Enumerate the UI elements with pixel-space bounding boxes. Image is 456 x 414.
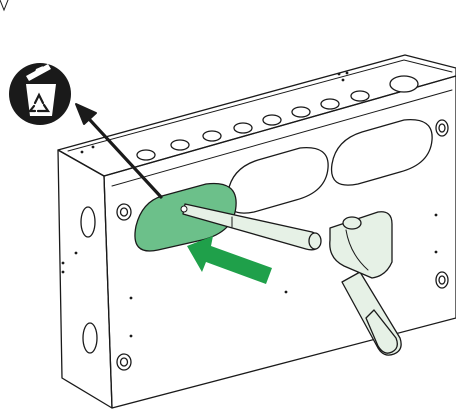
- side-knockout: [82, 322, 98, 354]
- screw-boss: [116, 353, 132, 371]
- screw-boss: [435, 119, 449, 137]
- discard-arrow-icon: [75, 103, 163, 199]
- knockout-highlight: [134, 182, 237, 252]
- mount-dot: [74, 251, 78, 255]
- screw-bosses: [116, 119, 449, 371]
- mount-dot: [434, 250, 438, 254]
- side-knockout: [80, 206, 96, 238]
- recycle-bin-icon: [9, 63, 71, 125]
- metal-enclosure: [57, 54, 456, 409]
- recycle-symbol-icon: [27, 92, 51, 113]
- top-knockouts: [136, 75, 419, 161]
- mount-dot: [80, 150, 84, 154]
- top-knockout: [320, 98, 340, 110]
- top-knockout: [350, 90, 370, 102]
- top-knockout-large: [389, 75, 419, 93]
- enclosure-front-flange: [111, 89, 453, 187]
- hammer-icon: [329, 211, 402, 356]
- mount-dot: [434, 213, 438, 217]
- enclosure-left-face: [57, 149, 113, 409]
- mount-dot: [91, 145, 95, 149]
- mount-dot: [61, 261, 65, 265]
- step-marker-fragment: [0, 0, 9, 12]
- mount-dot: [129, 296, 133, 300]
- screw-boss: [116, 203, 132, 221]
- top-knockout: [291, 106, 311, 118]
- push-arrow-icon: [187, 236, 272, 284]
- mount-dot: [345, 71, 349, 75]
- top-knockout: [136, 149, 156, 161]
- top-knockout: [262, 114, 282, 126]
- oval-knockout: [226, 147, 329, 214]
- top-knockout: [170, 139, 190, 151]
- enclosure-top-lip: [67, 59, 453, 152]
- mount-dot: [284, 290, 288, 294]
- top-knockout: [202, 130, 222, 142]
- top-knockout: [233, 122, 253, 134]
- screw-boss: [435, 271, 449, 289]
- oval-knockout: [330, 119, 433, 186]
- mount-dot: [337, 72, 341, 76]
- mount-dot: [61, 270, 65, 274]
- front-oval-knockouts: [134, 119, 433, 252]
- punch-tool-icon: [180, 203, 322, 251]
- mount-dot: [129, 334, 133, 338]
- mount-dot: [341, 78, 345, 82]
- side-knockouts: [80, 206, 98, 354]
